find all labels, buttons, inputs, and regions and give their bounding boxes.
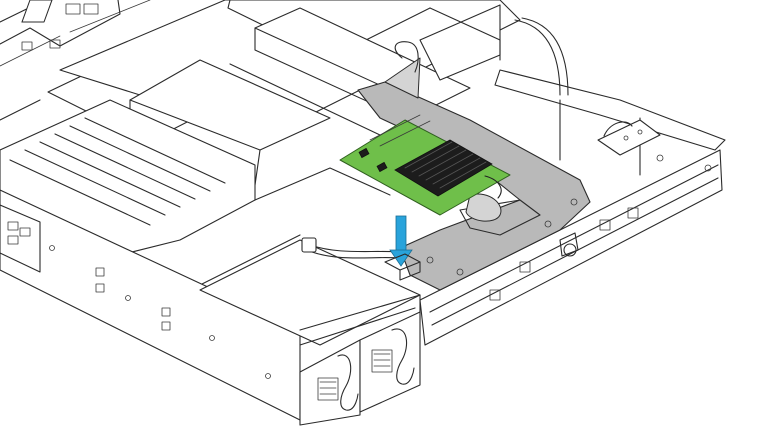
rear-latch xyxy=(597,119,661,156)
slot-connector xyxy=(384,253,421,281)
power-supply-units xyxy=(299,311,421,426)
chassis-rear-rail xyxy=(419,69,726,346)
air-duct xyxy=(59,0,521,186)
pcie-card xyxy=(339,114,511,216)
